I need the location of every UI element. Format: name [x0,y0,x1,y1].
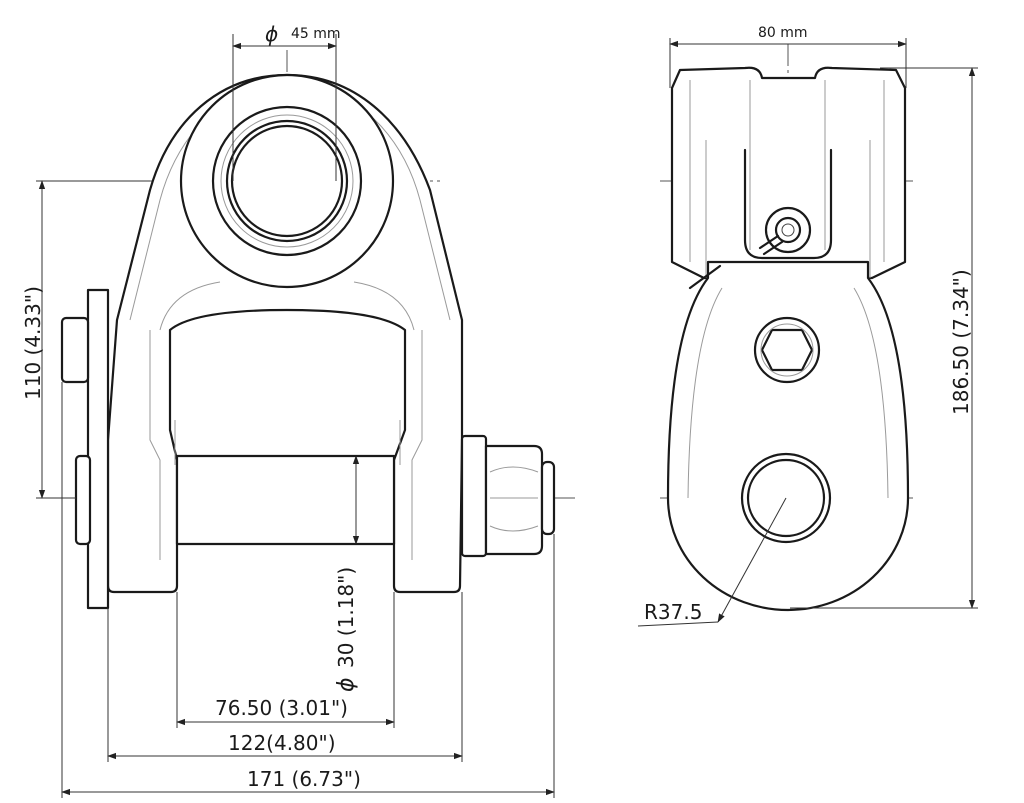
side-slot [743,148,833,260]
left-lug [60,316,90,384]
dim-30-label: 30 (1.18") [334,567,358,668]
pin-boss-ring [211,105,363,257]
dim-30-symbol: ϕ [334,677,359,692]
nut-washer [460,434,488,558]
front-view [60,50,575,610]
hex-nut [484,444,544,556]
upper-pin-bolt-hex [774,216,802,244]
dim-45-symbol: ϕ [265,22,278,46]
side-plate-contour [687,287,889,499]
middle-bolt-hex [760,328,814,372]
dim-80-label: 80 mm [758,25,808,41]
dim-76-label: 76.50 (3.01") [215,696,348,720]
dim-45-label: 45 mm [291,26,341,42]
upper-pin-bolt-core [781,223,795,237]
r375-leader [717,497,787,623]
pin-hole-inner [230,124,344,238]
hex-nut-facets [489,466,539,532]
dimensions: ϕ 45 mm 80 mm 110 (4.33") 186.50 (7.34")… [21,22,978,798]
r375-label: R37.5 [644,600,702,624]
lower-hole-inner [746,458,826,538]
side-upper-body [670,66,907,280]
r375-underline [637,621,719,627]
side-view [660,44,915,612]
left-washer-plate [86,288,110,610]
middle-bolt-head [753,316,821,384]
middle-bolt-washer [760,323,814,377]
pin-hole-outer [225,119,349,243]
fork-shoulders [159,281,415,465]
bolt-head [74,454,92,546]
side-lower-plate [666,260,910,612]
upper-pin-bolt [764,206,812,254]
pin-chamfer [220,114,354,248]
dim-186-label: 186.50 (7.34") [949,269,973,415]
dim-110-label: 110 (4.33") [21,286,45,400]
bolt-end [540,460,556,536]
dim-171-label: 171 (6.73") [247,767,361,791]
cotter-pin [688,234,784,290]
dim-122-label: 122(4.80") [228,731,336,755]
side-upper-contours [689,80,885,278]
bolt-shank [175,454,396,546]
